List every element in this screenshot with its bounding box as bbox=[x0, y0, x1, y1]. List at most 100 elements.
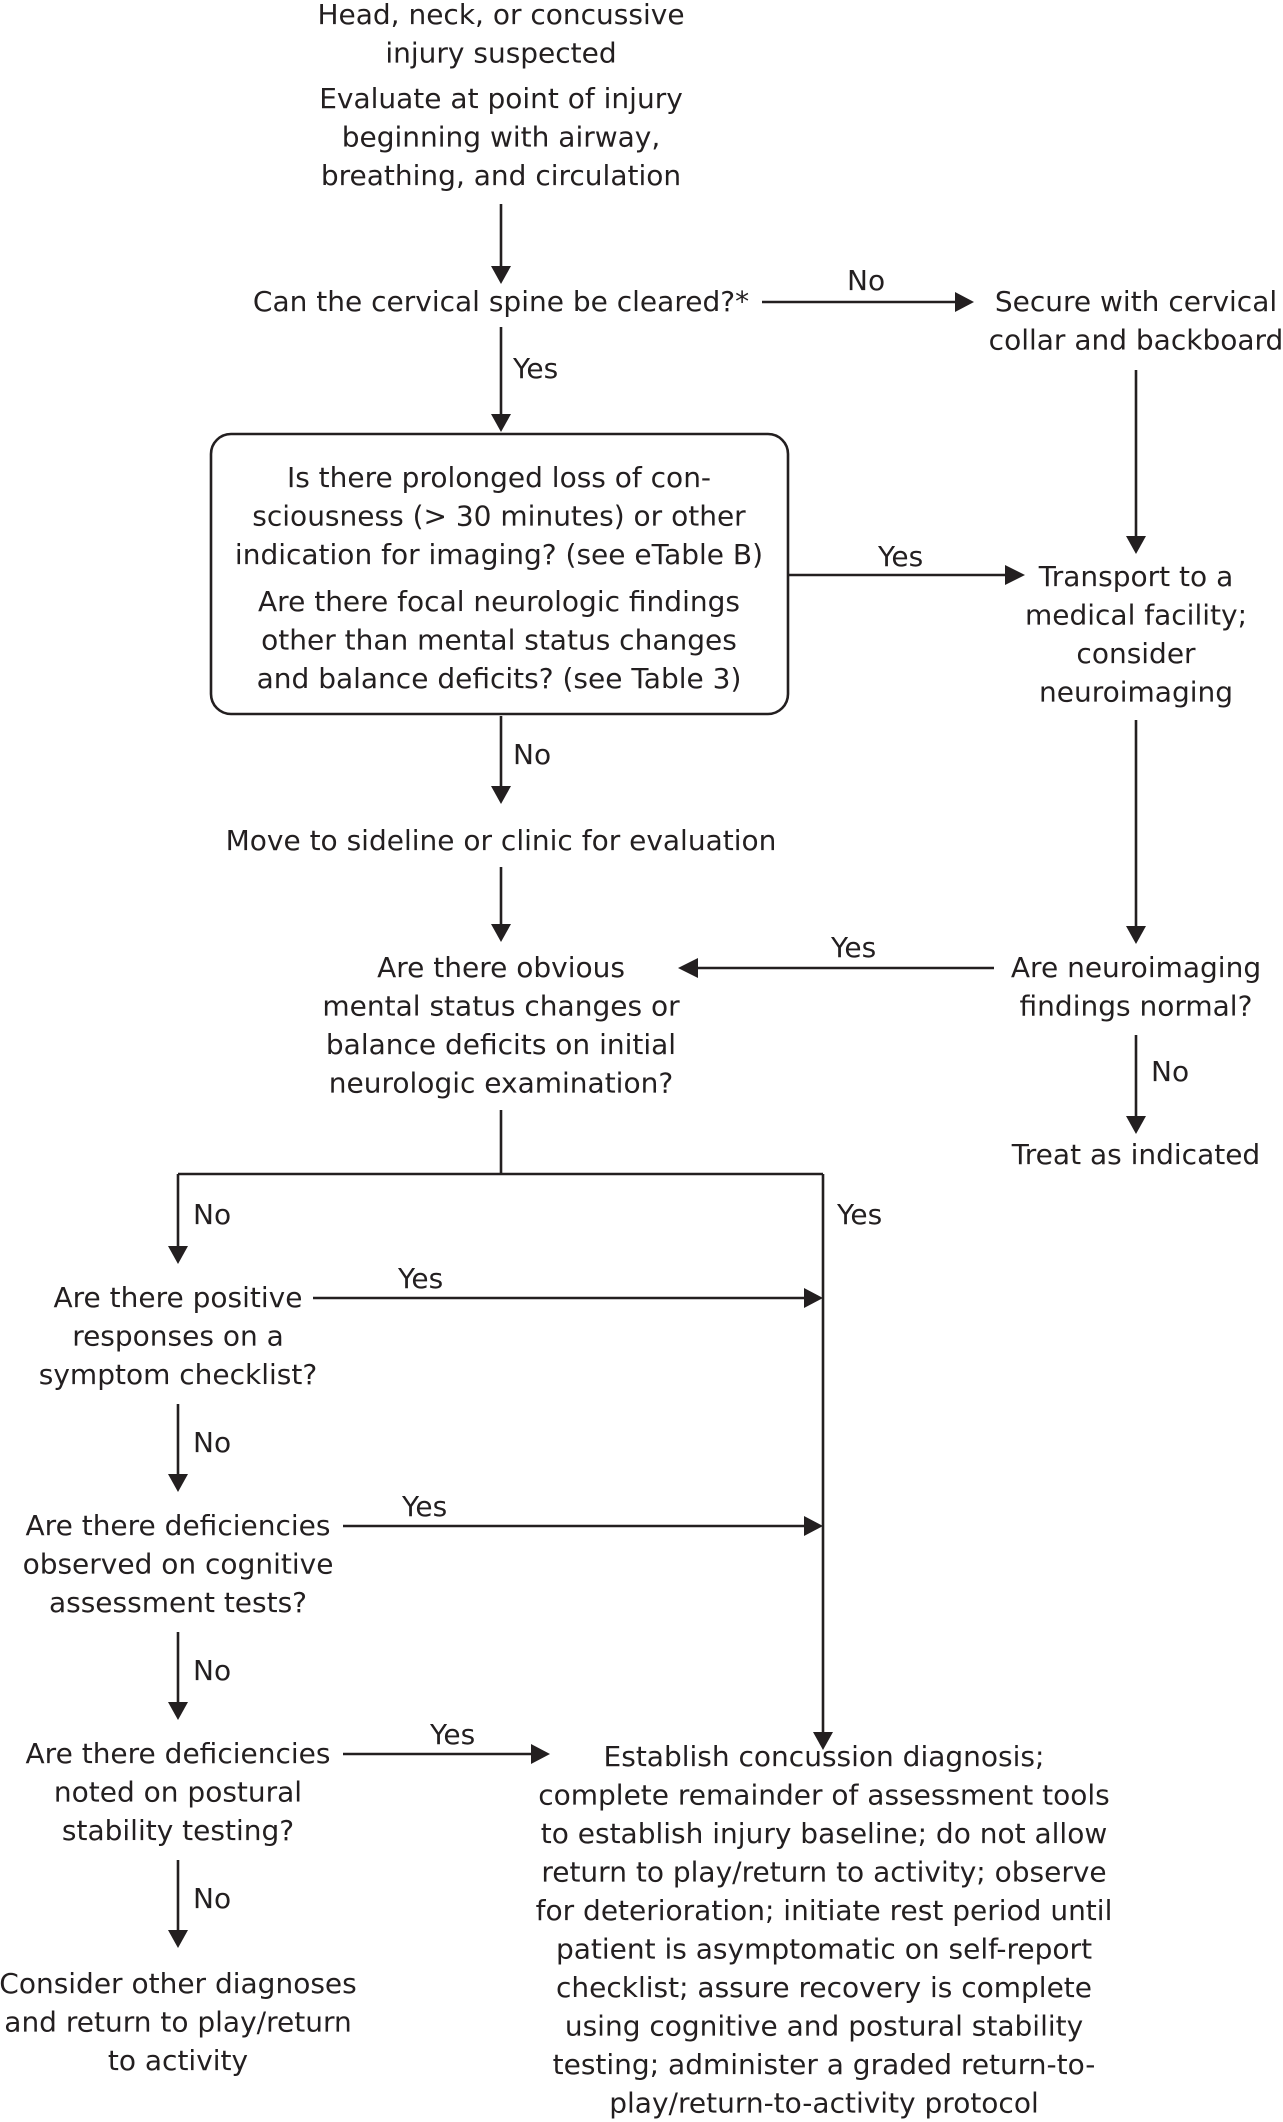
connectors bbox=[168, 204, 1146, 1948]
arrowhead bbox=[491, 266, 511, 284]
node-line: observed on cognitive bbox=[23, 1548, 334, 1581]
node-line: complete remainder of assessment tools bbox=[538, 1779, 1110, 1812]
node-line: assessment tests? bbox=[49, 1586, 307, 1619]
label-box-yes: Yes bbox=[877, 540, 923, 573]
node-line: Can the cervical spine be cleared?* bbox=[253, 285, 749, 318]
node-line: to activity bbox=[108, 2044, 248, 2077]
arrowhead bbox=[804, 1516, 823, 1536]
node-symptom: Are there positive responses on a symptom … bbox=[39, 1281, 317, 1391]
node-line: findings normal? bbox=[1020, 990, 1253, 1023]
node-box-question-2: Are there focal neurologic findings other… bbox=[257, 585, 742, 695]
label-imaging-yes: Yes bbox=[830, 931, 876, 964]
node-mental: Are there obvious mental status changes o… bbox=[322, 951, 680, 1100]
node-line: injury suspected bbox=[385, 37, 616, 70]
node-line: collar and backboard bbox=[989, 324, 1283, 357]
node-line: Treat as indicated bbox=[1011, 1138, 1260, 1171]
label-cognitive-no: No bbox=[193, 1654, 231, 1687]
arrowhead bbox=[168, 1930, 188, 1948]
node-line: using cognitive and postural stability bbox=[565, 2010, 1083, 2043]
node-line: other than mental status changes bbox=[261, 624, 737, 657]
label-box-no: No bbox=[513, 738, 551, 771]
node-line: Is there prolonged loss of con- bbox=[287, 461, 711, 494]
arrowhead bbox=[955, 292, 974, 312]
node-line: sciousness (> 30 minutes) or other bbox=[252, 500, 746, 533]
label-postural-yes: Yes bbox=[429, 1718, 475, 1751]
node-consider: Consider other diagnoses and return to pl… bbox=[0, 1967, 357, 2077]
arrowhead bbox=[168, 1474, 188, 1492]
node-cognitive: Are there deficiencies observed on cognit… bbox=[23, 1509, 334, 1619]
edge-labels: No Yes Yes No Yes No No Yes Yes No Yes N… bbox=[193, 264, 1189, 1915]
node-line: indication for imaging? (see eTable B) bbox=[235, 538, 763, 571]
node-line: Move to sideline or clinic for evaluatio… bbox=[226, 824, 777, 857]
arrowhead bbox=[813, 1732, 833, 1750]
node-line: responses on a bbox=[72, 1320, 284, 1353]
node-line: for deterioration; initiate rest period … bbox=[536, 1894, 1113, 1927]
node-line: neurologic examination? bbox=[329, 1067, 673, 1100]
node-line: Establish concussion diagnosis; bbox=[604, 1740, 1045, 1773]
node-cspine: Can the cervical spine be cleared?* bbox=[253, 285, 749, 318]
arrowhead bbox=[1126, 1116, 1146, 1134]
node-line: balance deficits on initial bbox=[326, 1028, 676, 1061]
node-line: Head, neck, or concussive bbox=[317, 0, 684, 31]
label-cspine-yes: Yes bbox=[512, 352, 558, 385]
label-postural-no: No bbox=[193, 1882, 231, 1915]
arrowhead bbox=[491, 786, 511, 804]
node-line: patient is asymptomatic on self-report bbox=[556, 1933, 1092, 1966]
label-symptom-yes: Yes bbox=[397, 1262, 443, 1295]
arrowhead bbox=[678, 958, 698, 978]
node-line: neuroimaging bbox=[1039, 676, 1233, 709]
node-line: mental status changes or bbox=[322, 990, 680, 1023]
node-box-question-1: Is there prolonged loss of con-sciousnes… bbox=[235, 461, 763, 571]
node-line: and balance deficits? (see Table 3) bbox=[257, 662, 742, 695]
node-line: and return to play/return bbox=[4, 2006, 351, 2039]
node-line: testing; administer a graded return-to- bbox=[553, 2048, 1096, 2081]
node-line: Consider other diagnoses bbox=[0, 1967, 357, 2000]
label-symptom-no: No bbox=[193, 1426, 231, 1459]
label-mental-no: No bbox=[193, 1198, 231, 1231]
node-line: Are there focal neurologic findings bbox=[258, 585, 740, 618]
node-line: play/return-to-activity protocol bbox=[609, 2087, 1039, 2120]
node-line: Are there obvious bbox=[377, 951, 625, 984]
node-postural: Are there deficiencies noted on postural s… bbox=[26, 1737, 331, 1847]
node-line: Secure with cervical bbox=[995, 285, 1277, 318]
label-mental-yes: Yes bbox=[836, 1198, 882, 1231]
node-establish: Establish concussion diagnosis; complete … bbox=[536, 1740, 1113, 2120]
node-line: consider bbox=[1076, 637, 1196, 670]
node-line: medical facility; bbox=[1025, 599, 1247, 632]
node-line: Are there positive bbox=[54, 1281, 303, 1314]
node-line: stability testing? bbox=[62, 1814, 294, 1847]
arrowhead bbox=[168, 1246, 188, 1264]
node-evaluate: Evaluate at point of injury beginning wit… bbox=[319, 82, 683, 192]
node-line: breathing, and circulation bbox=[321, 159, 681, 192]
arrowhead bbox=[531, 1744, 550, 1764]
node-line: beginning with airway, bbox=[342, 121, 661, 154]
node-sideline: Move to sideline or clinic for evaluatio… bbox=[226, 824, 777, 857]
node-line: checklist; assure recovery is complete bbox=[556, 1971, 1092, 2004]
node-line: symptom checklist? bbox=[39, 1358, 317, 1391]
imaging-decision-box bbox=[209, 432, 790, 716]
node-start: Head, neck, or concussive injury suspecte… bbox=[317, 0, 684, 70]
node-line: Are there deficiencies bbox=[26, 1509, 331, 1542]
arrowhead bbox=[1126, 926, 1146, 944]
node-line: return to play/return to activity; obser… bbox=[541, 1856, 1106, 1889]
node-secure: Secure with cervical collar and backboard bbox=[989, 285, 1283, 357]
arrowhead bbox=[1126, 536, 1146, 554]
arrowhead bbox=[491, 924, 511, 942]
node-line: Evaluate at point of injury bbox=[319, 82, 683, 115]
node-treat: Treat as indicated bbox=[1011, 1138, 1260, 1171]
node-line: Transport to a bbox=[1038, 560, 1233, 593]
node-line: noted on postural bbox=[54, 1776, 302, 1809]
label-cognitive-yes: Yes bbox=[401, 1490, 447, 1523]
node-neuroimaging: Are neuroimaging findings normal? bbox=[1011, 951, 1261, 1023]
node-line: Are there deficiencies bbox=[26, 1737, 331, 1770]
node-transport: Transport to a medical facility; consider n… bbox=[1025, 560, 1247, 709]
node-line: to establish injury baseline; do not all… bbox=[541, 1817, 1107, 1850]
arrowhead bbox=[168, 1702, 188, 1720]
label-cspine-no: No bbox=[847, 264, 885, 297]
label-imaging-no: No bbox=[1151, 1055, 1189, 1088]
node-line: Are neuroimaging bbox=[1011, 951, 1261, 984]
arrowhead bbox=[1005, 565, 1025, 585]
arrowhead bbox=[491, 414, 511, 432]
